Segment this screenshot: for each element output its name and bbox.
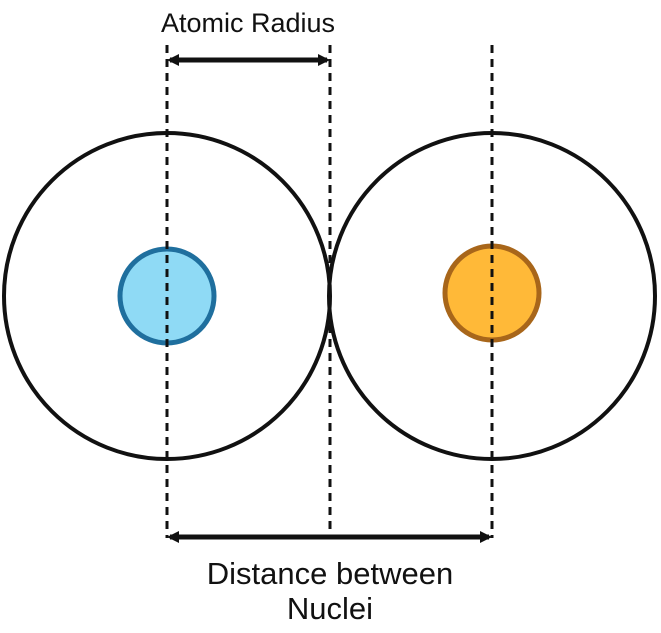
distance-label-line-1: Distance between — [206, 556, 454, 591]
atomic-radius-label: Atomic Radius — [160, 8, 336, 38]
distance-label-line-2: Nuclei — [286, 591, 374, 626]
distance-between-nuclei-label: Distance between Nuclei — [170, 556, 490, 626]
